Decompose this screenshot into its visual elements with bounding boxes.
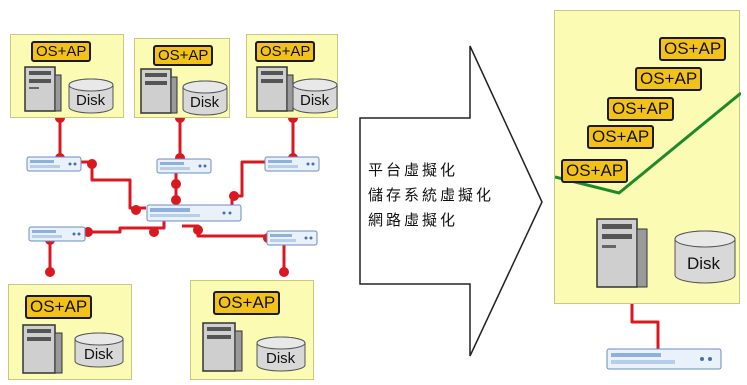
os-ap-tag: OS+AP	[153, 45, 214, 66]
os-ap-tag: OS+AP	[635, 67, 703, 91]
arrow-line-3: 網路虛擬化	[368, 211, 459, 229]
arrow-line-1: 平台虛擬化	[368, 161, 459, 179]
network-switch	[156, 158, 212, 174]
disk-label: Disk	[300, 92, 330, 109]
server-icon	[24, 66, 62, 112]
server-icon	[596, 218, 648, 288]
disk-icon: Disk	[182, 80, 228, 116]
core-switch	[146, 204, 242, 222]
arrow-line-2: 儲存系統虛擬化	[368, 186, 495, 204]
disk-icon: Disk	[68, 78, 114, 114]
os-ap-tag: OS+AP	[587, 125, 655, 149]
transition-arrow	[359, 45, 543, 357]
server-box-bottom-2: OS+AP Disk	[190, 280, 314, 380]
network-switch	[28, 226, 86, 242]
network-switch	[264, 156, 320, 172]
server-box-top-2: OS+AP Disk	[134, 38, 230, 118]
disk-label: Disk	[84, 346, 114, 363]
os-ap-tag: OS+AP	[213, 291, 281, 315]
disk-label: Disk	[266, 350, 296, 367]
os-ap-tag: OS+AP	[561, 159, 629, 183]
disk-icon: Disk	[74, 332, 124, 368]
network-switch	[606, 348, 722, 370]
os-ap-tag: OS+AP	[607, 97, 675, 121]
server-icon	[256, 66, 294, 112]
disk-label: Disk	[190, 94, 220, 111]
virtualized-server-box: OS+AP OS+AP OS+AP OS+AP OS+AP Disk	[554, 10, 741, 304]
network-switch	[266, 230, 318, 246]
server-icon	[140, 68, 178, 114]
disk-icon: Disk	[256, 336, 306, 372]
os-ap-tag: OS+AP	[31, 41, 92, 62]
server-box-top-1: OS+AP Disk	[10, 34, 124, 118]
disk-label: Disk	[687, 254, 721, 273]
server-box-bottom-1: OS+AP Disk	[8, 284, 132, 380]
disk-icon: Disk	[674, 230, 736, 284]
server-icon	[202, 322, 243, 372]
disk-label: Disk	[76, 92, 106, 109]
os-ap-tag: OS+AP	[659, 37, 727, 61]
server-box-top-3: OS+AP Disk	[246, 34, 338, 118]
os-ap-tag: OS+AP	[255, 41, 316, 62]
server-icon	[22, 324, 63, 374]
network-switch	[26, 156, 82, 172]
disk-icon: Disk	[292, 78, 338, 114]
os-ap-tag: OS+AP	[25, 295, 93, 319]
